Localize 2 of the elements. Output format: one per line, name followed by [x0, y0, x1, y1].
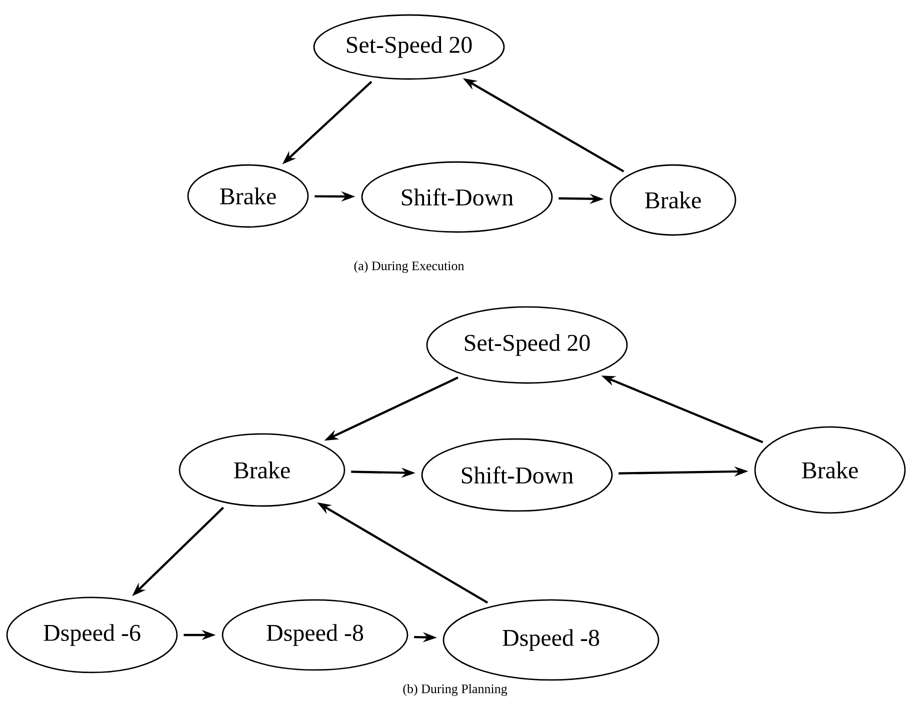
caption: (a) During Execution — [354, 261, 464, 273]
caption: (b) During Planning — [403, 684, 508, 696]
